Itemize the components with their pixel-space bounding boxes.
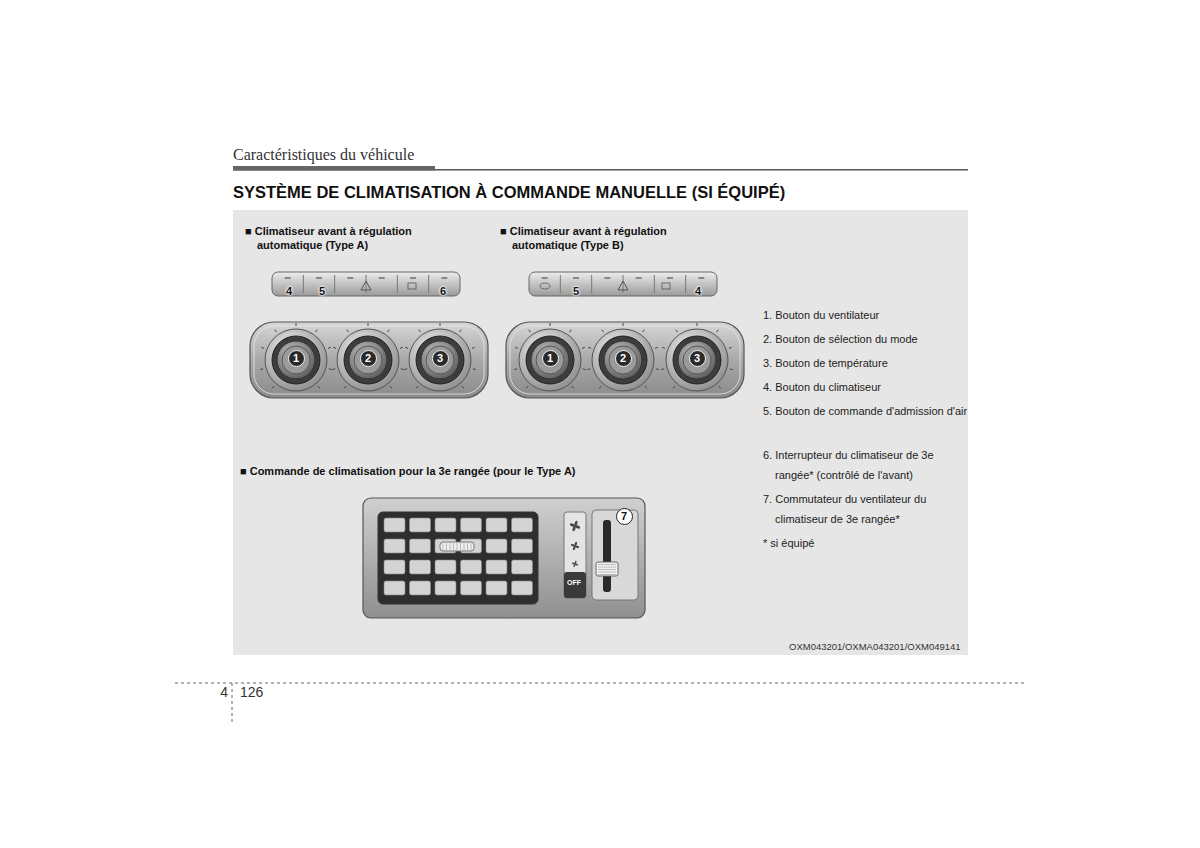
callout-number: 4	[695, 285, 701, 297]
page-text: OFF	[567, 579, 581, 586]
callout-number: 5	[319, 285, 325, 297]
callout-circle: 1	[542, 350, 559, 367]
callout-number: 2	[365, 353, 371, 364]
callout-circle: 3	[432, 350, 449, 367]
legend-item: 5. Bouton de commande d'admission d'air	[763, 401, 975, 421]
legend-item: 6. Interrupteur du climatiseur de 3e ran…	[763, 445, 965, 485]
legend-item: 1. Bouton du ventilateur	[763, 305, 980, 325]
callout-circle: 2	[360, 350, 377, 367]
figure-panel	[233, 210, 968, 655]
callout-number: 6	[440, 285, 446, 297]
callout-number: 1	[293, 353, 299, 364]
callout-number: 3	[437, 353, 443, 364]
legend-item: * si équipé	[763, 533, 980, 553]
callout-circle: 1	[288, 350, 305, 367]
callout-number: 1	[547, 353, 553, 364]
figure-heading: ■ Climatiseur avant à régulation automat…	[245, 224, 452, 252]
footer-rule	[175, 683, 1025, 684]
legend-item: 3. Bouton de température	[763, 353, 980, 373]
callout-circle: 2	[615, 350, 632, 367]
legend-item: 4. Bouton du climatiseur	[763, 377, 980, 397]
callout-number: 3	[694, 353, 700, 364]
callout-circle: 3	[689, 350, 706, 367]
callout-number: 2	[620, 353, 626, 364]
callout-circle: 7	[616, 508, 633, 525]
legend-item: 7. Commutateur du ventilateur du climati…	[763, 489, 980, 529]
page-text: Caractéristiques du véhicule	[233, 146, 414, 164]
figure-heading: ■ Commande de climatisation pour la 3e r…	[240, 464, 576, 478]
page-text: OXM043201/OXMA043201/OXM049141	[789, 641, 961, 652]
callout-number: 5	[573, 285, 579, 297]
page-title: SYSTÈME DE CLIMATISATION À COMMANDE MANU…	[233, 183, 785, 202]
knob-panel	[506, 322, 744, 398]
knob-panel	[250, 322, 488, 398]
rear-vent	[363, 498, 645, 618]
page-text: 126	[240, 684, 263, 700]
button-strip	[529, 272, 717, 296]
header-bar	[233, 166, 435, 171]
button-strip	[272, 272, 460, 296]
callout-number: 4	[286, 285, 292, 297]
page-text: 4	[220, 684, 228, 700]
footer-divider	[232, 683, 233, 722]
legend-item: 2. Bouton de sélection du mode	[763, 329, 980, 349]
callout-number: 7	[621, 511, 627, 522]
figure-heading: ■ Climatiseur avant à régulation automat…	[500, 224, 707, 252]
